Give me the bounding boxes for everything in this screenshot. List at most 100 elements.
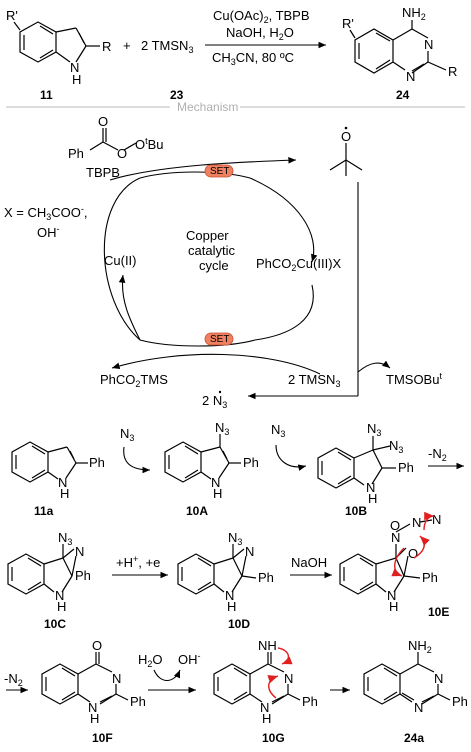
n-10e-n2a: N (412, 515, 421, 530)
n-10c-ring: N (55, 588, 64, 603)
n-10g-ring: N (260, 700, 269, 715)
bottom-set-arrow (111, 353, 321, 375)
n-10e-ring: N (387, 588, 396, 603)
label-10e: 10E (428, 605, 449, 619)
n3-radical-1: N3 (120, 426, 134, 443)
n3-10b-a: N3 (367, 421, 381, 438)
n-10c: N (75, 544, 84, 559)
n3-10c: N3 (58, 530, 72, 547)
label-10c: 10C (44, 617, 66, 631)
ph-11a: Ph (89, 455, 105, 470)
minus-n2-2: -N2 (4, 671, 23, 688)
top-set-arrow (109, 156, 297, 181)
n3-radical-2: N3 (271, 422, 285, 439)
h-10b: H (368, 491, 377, 506)
n-10e-top: N (391, 530, 400, 545)
n-10d: N (245, 544, 254, 559)
cycle-left-arc (103, 177, 141, 341)
cycle-center-line-3: cycle (199, 258, 229, 273)
h-10g: H (262, 711, 271, 726)
set-badge-top (204, 164, 234, 178)
ph-10a: Ph (243, 455, 259, 470)
condition-2: NaOH, H2O (226, 25, 294, 42)
label-10f: 10F (92, 731, 113, 745)
n1-24a: N (414, 700, 423, 715)
r-prime-label: R' (6, 8, 18, 23)
cycle-center-line-2: catalytic (188, 243, 235, 258)
row-3: -N2 O N Ph N H 10F H2O OH- (4, 638, 468, 745)
plus-sign: + (123, 38, 131, 53)
catalytic-cycle: Ph O O OtBu TBPB O SET SET X = CH3COO-, … (4, 114, 442, 410)
top-reaction: R' R N H 11 + 2 TMSN3 23 Cu(OAc)2, TBPB … (6, 5, 457, 102)
n-10a: N (211, 475, 220, 490)
tbpb-label: TBPB (86, 165, 120, 180)
n-10e-n2b: N (432, 512, 441, 527)
h2o-label: H2O (138, 652, 163, 669)
aziridine-10d-structure (177, 544, 257, 595)
tbpb-structure (89, 128, 137, 151)
arrow-water-hydroxide (153, 669, 181, 682)
row-2: N3 N Ph N H 10C +H+, +e N3 N Ph N H 10D … (7, 511, 449, 631)
label-24a: 24a (404, 731, 424, 745)
ph-10g: Ph (302, 694, 318, 709)
quinazoline-24-structure (349, 20, 447, 74)
cycle-bottom-arc (139, 339, 256, 347)
red-arrow-10e-c (423, 511, 435, 531)
o-10e-ring: O (408, 546, 418, 561)
oh-label: OH- (178, 651, 201, 667)
h-e-label: +H+, +e (116, 554, 160, 570)
arrow-10a-10b (275, 444, 307, 471)
indole-11a-structure (11, 441, 88, 483)
x-definition-2: OH- (37, 224, 60, 240)
tmsn3-label: 2 TMSN3 (288, 372, 340, 389)
h-10d: H (227, 599, 236, 614)
indoline-10b-structure (317, 436, 396, 489)
n3-radical-label: 2 N3 (202, 393, 227, 410)
condition-1: Cu(OAc)2, TBPB (213, 8, 310, 25)
indole-10a-structure (164, 434, 241, 483)
cycle-center-line-1: Copper (186, 228, 229, 243)
label-11a: 11a (34, 504, 54, 518)
h-10a: H (213, 486, 222, 501)
cycle-right-arc (249, 177, 318, 263)
tbpb-o1: O (117, 146, 127, 161)
n3-10b-b: N3 (389, 438, 403, 455)
n-10b: N (366, 480, 375, 495)
label-24: 24 (396, 88, 410, 102)
red-arrow-10g-b (267, 675, 279, 699)
n-10g: N (284, 671, 293, 686)
mechanism-title: Mechanism (177, 100, 238, 114)
radical-dot (344, 126, 348, 130)
nh-label: N (70, 60, 79, 75)
n-10f-ring: N (88, 700, 97, 715)
quinazoline-10f-structure (41, 652, 129, 705)
arrow-11a-10a (123, 446, 151, 474)
ph-10c: Ph (75, 568, 91, 583)
n3-atom-product: N (424, 37, 433, 52)
quinazoline-10g-structure (213, 652, 301, 705)
cu-iii-label: PhCO2Cu(III)X (256, 256, 342, 273)
n-11a: N (58, 475, 67, 490)
h-10f: H (90, 711, 99, 726)
ph-10b: Ph (398, 460, 414, 475)
cu-ii-label: Cu(II) (104, 253, 137, 268)
condition-3: CH3CN, 80 ºC (212, 50, 294, 67)
label-10g: 10G (262, 731, 285, 745)
tbpb-carbonyl-o: O (98, 114, 108, 129)
r-label: R (102, 39, 111, 54)
nh2-24a: NH2 (408, 638, 432, 655)
tmsobu-label: TMSOBut (386, 371, 442, 387)
red-arrow-10e-b (413, 535, 430, 559)
tbuo-o: O (341, 129, 351, 144)
phco2tms-label: PhCO2TMS (100, 372, 168, 389)
h-10e: H (389, 599, 398, 614)
minus-n2-1: -N2 (428, 446, 447, 463)
tbpb-o2: OtBu (135, 136, 164, 152)
n-10d-ring: N (225, 588, 234, 603)
o-10f: O (92, 638, 102, 653)
r-label-product: R (448, 64, 457, 79)
h-11a: H (60, 486, 69, 501)
label-23: 23 (170, 88, 184, 102)
